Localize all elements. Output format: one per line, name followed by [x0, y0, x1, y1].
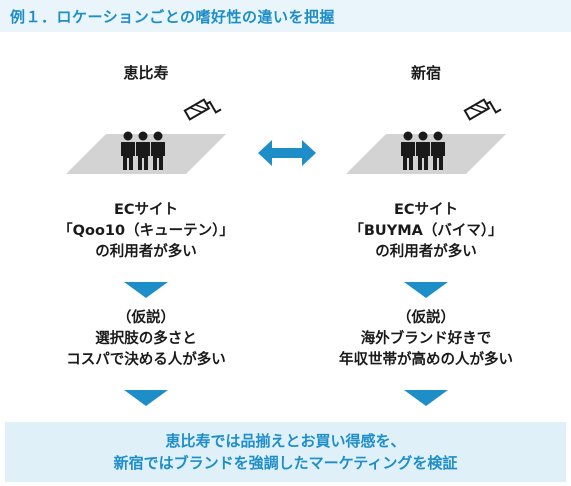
- down-arrow-icon: [124, 282, 168, 298]
- hypothesis-line: （仮説）: [117, 310, 175, 326]
- title-bar: 例１．ロケーションごとの嗜好性の違いを把握: [0, 0, 571, 32]
- conclusion-box: 恵比寿では品揃えとお買い得感を、 新宿ではブランドを強調したマーケティングを検証: [5, 422, 566, 482]
- ec-site-text: ECサイト 「BUYMA（バイマ）」 の利用者が多い: [306, 200, 546, 263]
- ec-line: ECサイト: [113, 202, 179, 218]
- conclusion-line: 恵比寿では品揃えとお買い得感を、: [165, 432, 406, 450]
- hypothesis-line: （仮説）: [397, 310, 455, 326]
- down-arrow-icon: [124, 390, 168, 406]
- ec-line: ECサイト: [393, 202, 459, 218]
- security-camera-icon: [183, 98, 222, 121]
- double-arrow-icon: [258, 140, 316, 166]
- ec-line: 「Qoo10（キューテン）」: [58, 223, 234, 239]
- location-scene: [346, 98, 506, 174]
- ec-line: の利用者が多い: [375, 244, 477, 260]
- security-camera-icon: [463, 98, 502, 121]
- ec-site-text: ECサイト 「Qoo10（キューテン）」 の利用者が多い: [26, 200, 266, 263]
- ec-line: 「BUYMA（バイマ）」: [349, 223, 503, 239]
- conclusion-line: 新宿ではブランドを強調したマーケティングを検証: [113, 454, 458, 472]
- location-scene: [66, 98, 226, 174]
- down-arrow-icon: [404, 390, 448, 406]
- location-column-shinjuku: 新宿 ECサイト 「BUYMA（バイマ）」 の利用者が多い （仮説） 海外ブラン…: [306, 0, 546, 406]
- location-name: 恵比寿: [123, 64, 169, 82]
- people-icon: [121, 131, 165, 170]
- ec-line: の利用者が多い: [95, 244, 197, 260]
- hypothesis-line: 海外ブランド好きで: [360, 331, 492, 347]
- people-icon: [401, 131, 445, 170]
- hypothesis-line: 選択肢の多さと: [95, 331, 197, 347]
- location-column-ebisu: 恵比寿 ECサイト 「Qoo10（キューテン）」 の利用者が多い （仮説） 選択…: [26, 0, 266, 406]
- hypothesis-line: 年収世帯が高めの人が多い: [339, 352, 513, 368]
- hypothesis-text: （仮説） 選択肢の多さと コスパで決める人が多い: [26, 308, 266, 371]
- location-name: 新宿: [410, 64, 441, 82]
- page-title: 例１．ロケーションごとの嗜好性の違いを把握: [10, 8, 336, 26]
- hypothesis-text: （仮説） 海外ブランド好きで 年収世帯が高めの人が多い: [306, 308, 546, 371]
- down-arrow-icon: [404, 282, 448, 298]
- hypothesis-line: コスパで決める人が多い: [66, 352, 226, 368]
